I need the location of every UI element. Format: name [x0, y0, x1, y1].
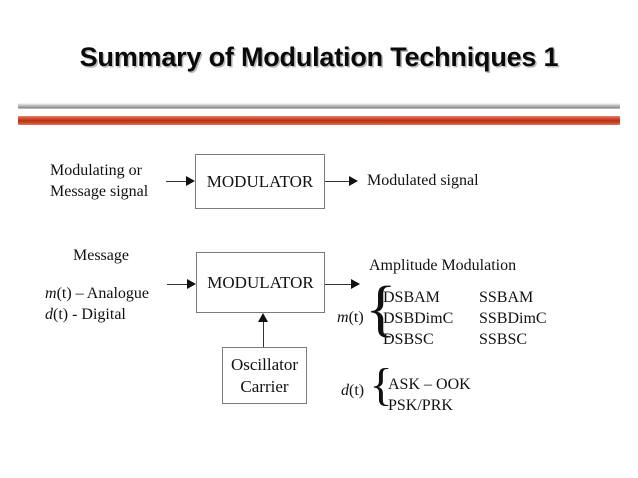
oscillator-label-line1: Oscillator	[230, 354, 299, 374]
digital-rest: (t) - Digital	[53, 306, 126, 323]
bottom-input-arrow-head	[187, 279, 196, 289]
am-signal-rest: (t)	[348, 309, 364, 326]
digital-brace: {	[369, 359, 393, 410]
digital-modulation-item: PSK/PRK	[388, 397, 453, 414]
am-column-1-item: DSBSC	[383, 331, 434, 348]
oscillator-block: Oscillator Carrier	[222, 347, 307, 404]
oscillator-label-line2: Carrier	[240, 376, 289, 396]
top-output-label: Modulated signal	[367, 172, 479, 189]
bottom-modulator-block: MODULATOR	[196, 252, 325, 313]
top-output-arrow-head	[349, 176, 358, 186]
digital-signal-rest: (t)	[349, 382, 365, 399]
bottom-modulator-label: MODULATOR	[207, 272, 314, 292]
divider-rule-accent	[18, 116, 620, 125]
page-title: Summary of Modulation Techniques 1	[79, 42, 559, 72]
am-brace: {	[365, 275, 397, 343]
am-column-2-item: SSBAM	[479, 289, 534, 306]
digital-signal-symbol-group: d(t)	[341, 382, 364, 400]
digital-signal-symbol: d	[341, 382, 349, 399]
amplitude-modulation-heading: Amplitude Modulation	[369, 257, 517, 274]
am-signal-symbol: m	[337, 309, 349, 326]
top-input-label-line1: Modulating or	[50, 162, 142, 179]
am-column-2: SSBAM SSBDimC SSBSC	[479, 287, 547, 350]
digital-symbol: d	[45, 306, 53, 323]
top-modulator-block: MODULATOR	[195, 154, 325, 209]
bottom-output-arrow-head	[351, 279, 360, 289]
top-input-label: Modulating or Message signal	[50, 160, 148, 202]
am-column-2-item: SSBDimC	[479, 310, 547, 327]
top-input-arrow-head	[186, 176, 195, 186]
top-input-label-line2: Message signal	[50, 183, 149, 200]
carrier-feed-line	[263, 322, 264, 348]
divider-rule-gray	[18, 103, 620, 109]
am-column-1-item: DSBDimC	[383, 310, 454, 327]
digital-label: d(t) - Digital	[45, 306, 126, 324]
analogue-symbol: m	[45, 285, 57, 302]
digital-modulation-list: ASK – OOK PSK/PRK	[388, 374, 471, 416]
analogue-label: m(t) – Analogue	[45, 285, 149, 303]
top-modulator-label: MODULATOR	[206, 171, 314, 191]
message-heading: Message	[73, 247, 129, 264]
top-input-arrow-line	[166, 181, 188, 182]
analogue-rest: (t) – Analogue	[56, 285, 149, 302]
top-output-arrow-line	[325, 181, 351, 182]
am-signal-symbol-group: m(t)	[337, 309, 364, 327]
am-column-1: DSBAM DSBDimC DSBSC	[383, 287, 453, 350]
carrier-feed-arrow-head	[258, 313, 268, 322]
digital-modulation-item: ASK – OOK	[388, 376, 471, 393]
am-column-1-item: DSBAM	[383, 289, 440, 306]
am-column-2-item: SSBSC	[479, 331, 528, 348]
bottom-output-arrow-line	[325, 284, 353, 285]
bottom-input-arrow-line	[167, 284, 189, 285]
